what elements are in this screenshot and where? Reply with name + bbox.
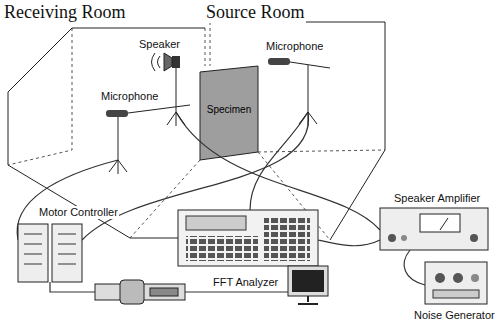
- microphone-symbol: [106, 110, 128, 117]
- speaker-amplifier: [440, 218, 448, 230]
- speaker-symbol: [167, 68, 185, 126]
- computer-monitor: [288, 266, 328, 296]
- fft-analyzer: [178, 210, 318, 266]
- motor-controller: [150, 288, 178, 296]
- speaker-symbol: [152, 53, 161, 71]
- speaker-amplifier: [380, 208, 488, 250]
- microphone-symbol: [109, 105, 190, 174]
- hidden-edge: [8, 22, 385, 240]
- fft-analyzer: [186, 236, 258, 261]
- speaker-amplifier: [420, 214, 460, 232]
- motor-controller: [18, 224, 185, 304]
- equipment-label: Noise Generator: [413, 309, 496, 322]
- speaker-symbol: [172, 56, 180, 68]
- part-label: Microphone: [265, 40, 324, 53]
- equipment-label: Speaker Amplifier: [393, 192, 481, 205]
- motor-controller: [52, 224, 82, 282]
- room-label: Source Room: [205, 2, 306, 23]
- room-label: Receiving Room: [3, 2, 126, 23]
- computer-monitor: [298, 296, 318, 304]
- cable: [185, 291, 288, 292]
- part-label: Microphone: [100, 90, 159, 103]
- motor-controller: [18, 224, 48, 282]
- motor-controller: [24, 234, 76, 264]
- noise-generator: [435, 273, 445, 283]
- equipment-label: Motor Controller: [38, 206, 119, 219]
- room-outline: [8, 28, 300, 238]
- specimen-panel: [200, 66, 258, 160]
- cable: [318, 240, 380, 246]
- hidden-edge: [8, 22, 385, 240]
- fft-analyzer: [186, 216, 246, 230]
- noise-generator: [433, 290, 479, 298]
- microphone-symbol: [268, 58, 290, 65]
- fft-analyzer: [178, 210, 318, 266]
- equipment-label: FFT Analyzer: [212, 276, 279, 289]
- motor-controller: [120, 280, 144, 304]
- part-label: Specimen: [206, 104, 252, 116]
- cable: [17, 112, 425, 292]
- speaker-amplifier: [388, 234, 396, 242]
- computer-monitor: [292, 270, 324, 292]
- fft-analyzer: [264, 216, 310, 261]
- part-label: Speaker: [138, 38, 181, 51]
- microphone-symbol: [290, 62, 330, 126]
- speaker-amplifier: [470, 234, 478, 242]
- noise-generator: [453, 273, 463, 283]
- computer-monitor: [288, 266, 328, 304]
- microphone-symbol: [106, 58, 330, 174]
- cable: [250, 112, 308, 210]
- noise-generator: [425, 262, 487, 304]
- noise-generator: [425, 262, 487, 304]
- speaker-amplifier: [401, 235, 407, 241]
- noise-generator: [471, 274, 479, 282]
- room-outline: [8, 22, 385, 240]
- speaker-amplifier: [380, 208, 488, 250]
- specimen-panel: [200, 66, 258, 160]
- cable: [404, 250, 425, 285]
- cable: [50, 282, 95, 292]
- speaker-symbol: [164, 53, 172, 71]
